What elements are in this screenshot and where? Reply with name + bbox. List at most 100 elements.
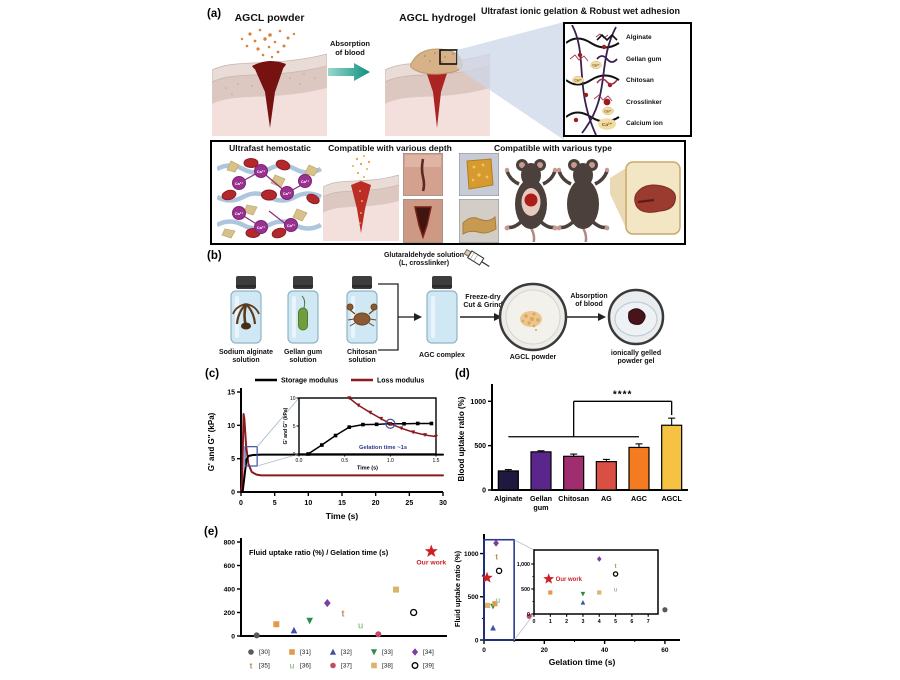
svg-text:500: 500 — [468, 594, 479, 601]
svg-text:[34]: [34] — [423, 649, 434, 656]
gel-dish-caption: ionically gelled powder gel — [610, 350, 662, 366]
svg-text:10: 10 — [304, 500, 312, 507]
absorption-arrow-icon — [328, 63, 370, 81]
svg-text:Gelation time (s): Gelation time (s) — [549, 657, 616, 667]
svg-text:15: 15 — [338, 500, 346, 507]
gellan-line-icon — [596, 55, 618, 64]
svg-text:AGCL: AGCL — [661, 494, 682, 503]
alginate-line-icon — [596, 33, 618, 41]
svg-text:Ca²⁺: Ca²⁺ — [257, 225, 266, 230]
glutaraldehyde-caption: Glutaraldehyde solution (L, crosslinker) — [383, 252, 465, 268]
svg-text:t: t — [495, 553, 498, 562]
svg-text:500: 500 — [474, 443, 486, 450]
svg-text:500: 500 — [521, 587, 530, 593]
powder-dish-photo — [498, 282, 568, 352]
zoom-beam — [457, 22, 564, 140]
mouse-abdominal — [504, 159, 558, 242]
svg-text:200: 200 — [224, 610, 236, 617]
seaweed-icon — [232, 303, 260, 330]
legend-item-gellan: Gellan gum — [595, 49, 663, 71]
mice-illustration — [504, 159, 610, 242]
panel-e-label: (e) — [204, 526, 219, 538]
svg-text:Time (s): Time (s) — [357, 466, 378, 472]
svg-text:Ca²⁺: Ca²⁺ — [602, 122, 613, 128]
svg-text:0: 0 — [239, 500, 243, 507]
hemostatic-title: Ultrafast hemostatic — [229, 143, 311, 153]
calcium-nodes: Ca²⁺ Ca²⁺ Ca²⁺ Ca²⁺ Ca²⁺ Ca²⁺ Ca²⁺ — [232, 164, 312, 234]
chitosan-line-icon — [596, 78, 618, 85]
network-box: Ca²⁺ Ca²⁺ Ca²⁺ Alginate Gellan gum Chito… — [563, 22, 692, 137]
wound-site-marker — [524, 193, 538, 207]
svg-text:Our work: Our work — [416, 559, 446, 566]
svg-text:Our work: Our work — [556, 577, 583, 583]
svg-text:10: 10 — [290, 396, 296, 402]
svg-text:Time (s): Time (s) — [326, 511, 359, 521]
legend-item-crosslinker: Crosslinker — [595, 92, 663, 114]
svg-text:400: 400 — [224, 587, 236, 594]
svg-text:Fluid uptake ratio (%): Fluid uptake ratio (%) — [453, 550, 462, 627]
svg-text:u: u — [495, 596, 500, 605]
network-title: Ultrafast ionic gelation & Robust wet ad… — [480, 6, 681, 16]
svg-text:15: 15 — [227, 390, 235, 397]
svg-text:AGC: AGC — [631, 494, 647, 503]
svg-text:1.0: 1.0 — [387, 458, 394, 464]
svg-text:Chitosan: Chitosan — [558, 494, 589, 503]
svg-text:0: 0 — [231, 490, 235, 497]
svg-text:0: 0 — [475, 637, 479, 644]
svg-text:Storage modulus: Storage modulus — [281, 378, 338, 385]
svg-text:Loss modulus: Loss modulus — [377, 378, 425, 385]
legend-item-alginate: Alginate — [595, 27, 663, 49]
vial-chitosan — [346, 276, 378, 344]
svg-text:0: 0 — [533, 619, 536, 625]
svg-text:t: t — [342, 609, 345, 619]
svg-text:0: 0 — [482, 647, 486, 654]
svg-text:5: 5 — [614, 619, 617, 625]
svg-text:t: t — [615, 563, 618, 570]
svg-text:G' and G'' (kPa): G' and G'' (kPa) — [283, 407, 289, 444]
svg-text:gum: gum — [533, 503, 548, 512]
svg-text:3: 3 — [581, 619, 584, 625]
svg-text:0.0: 0.0 — [296, 458, 303, 464]
svg-text:0: 0 — [293, 452, 296, 458]
svg-text:0.5: 0.5 — [341, 458, 348, 464]
svg-text:[37]: [37] — [341, 663, 352, 670]
powder-particles — [240, 28, 296, 59]
svg-text:G' and G'' (kPa): G' and G'' (kPa) — [207, 412, 216, 471]
merge-bracket — [378, 283, 422, 351]
gelled-dish-photo — [607, 288, 665, 346]
syringe-icon — [463, 248, 490, 267]
legend-item-calcium: Ca²⁺ Calcium ion — [595, 113, 663, 135]
svg-text:[32]: [32] — [341, 649, 352, 656]
absorption-caption-b: Absorption of blood — [570, 293, 608, 309]
depth-title: Compatible with various depth — [328, 143, 452, 153]
svg-text:Ca²⁺: Ca²⁺ — [574, 79, 581, 83]
panel-b-label: (b) — [207, 250, 222, 262]
svg-text:1,000: 1,000 — [517, 562, 530, 568]
svg-text:t: t — [250, 661, 253, 671]
hydrogel-title: AGCL hydrogel — [399, 12, 476, 24]
panel-c-label: (c) — [205, 368, 220, 380]
depth-wound-illustration — [323, 155, 399, 241]
svg-text:[33]: [33] — [382, 649, 393, 656]
svg-text:1.5: 1.5 — [433, 458, 440, 464]
svg-text:0: 0 — [527, 612, 530, 618]
svg-text:60: 60 — [661, 647, 669, 654]
powder-dish-caption: AGCL powder — [509, 354, 557, 361]
svg-text:u: u — [358, 620, 364, 630]
svg-text:[30]: [30] — [259, 649, 270, 656]
svg-text:[39]: [39] — [423, 663, 434, 670]
svg-text:600: 600 — [224, 563, 236, 570]
svg-text:5: 5 — [231, 456, 235, 463]
panel-a-label: (a) — [207, 8, 222, 20]
type-title: Compatible with various type — [493, 143, 613, 153]
svg-text:Ca²⁺: Ca²⁺ — [257, 169, 266, 174]
svg-text:AG: AG — [601, 494, 612, 503]
svg-text:[38]: [38] — [382, 663, 393, 670]
powder-title: AGCL powder — [234, 12, 305, 24]
mouse-liver — [556, 159, 610, 242]
crab-icon — [346, 303, 378, 327]
svg-text:800: 800 — [224, 540, 236, 547]
